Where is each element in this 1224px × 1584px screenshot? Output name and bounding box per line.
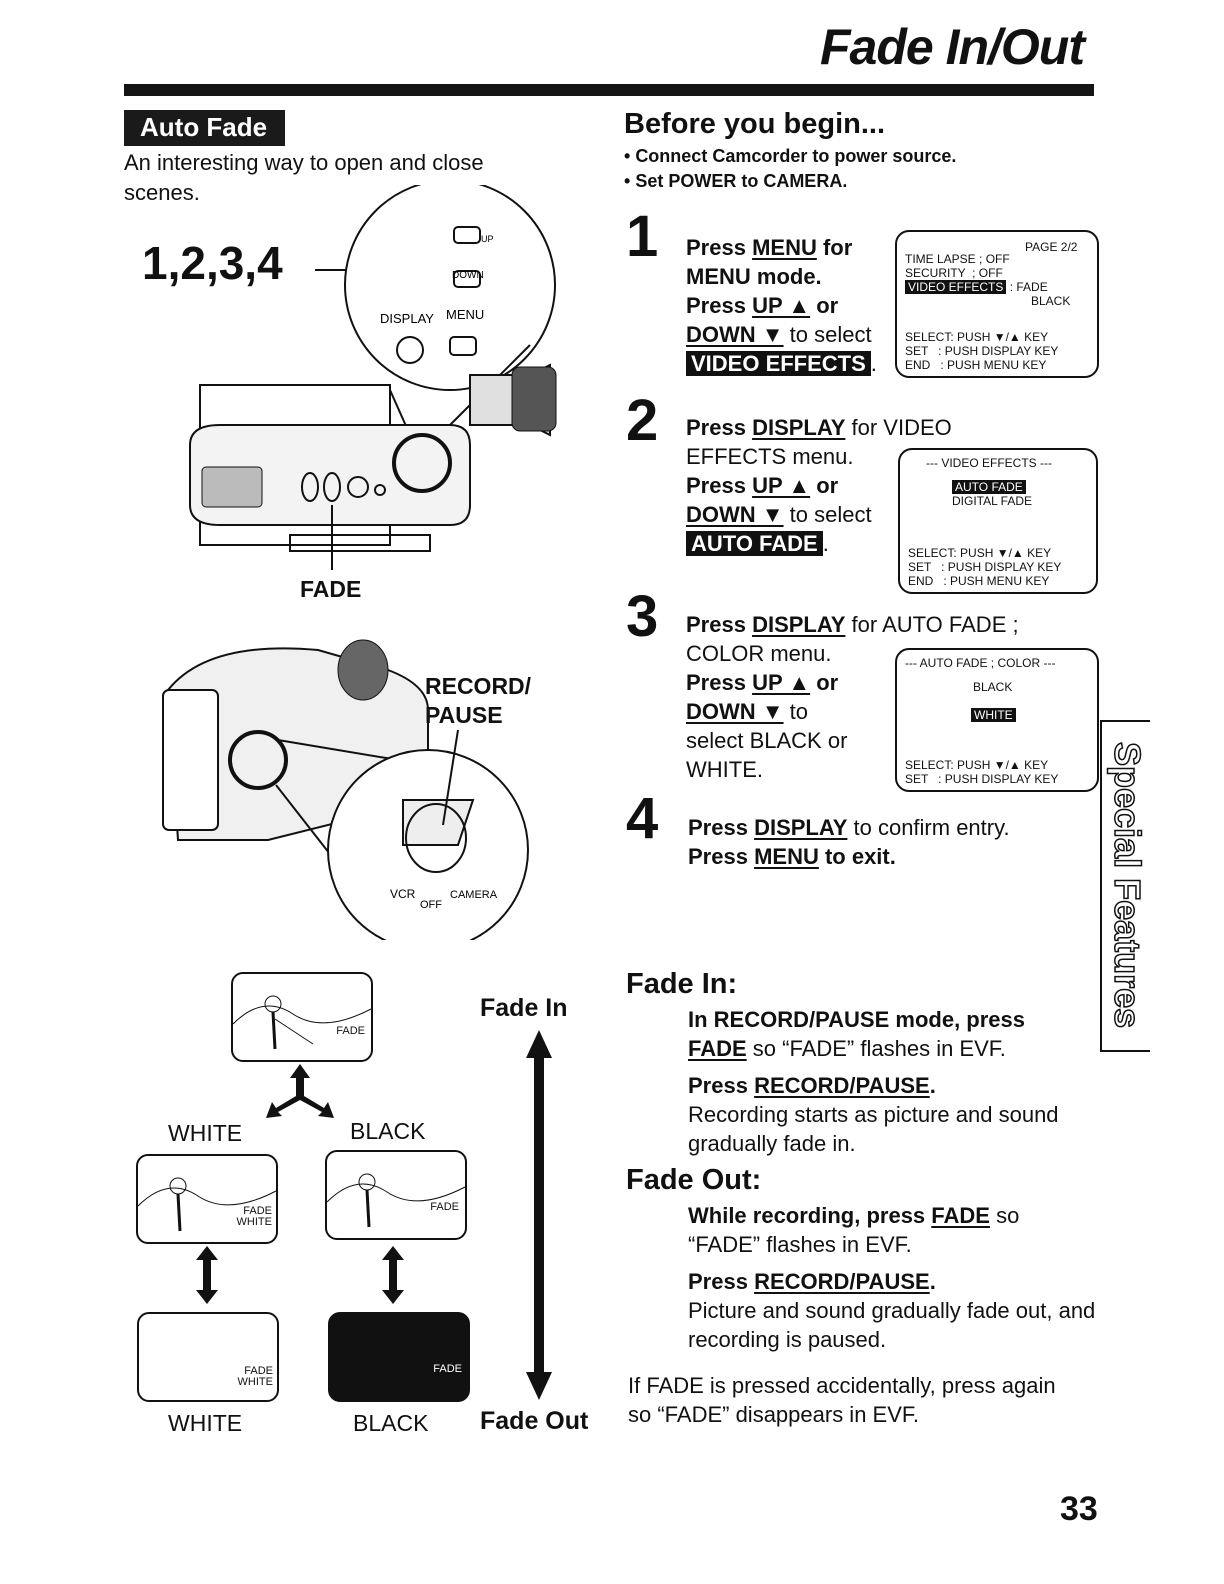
before-bullets: • Connect Camcorder to power source. • S… (624, 146, 957, 191)
auto-fade-intro: An interesting way to open and close sce… (124, 150, 484, 205)
menu-button-label: MENU (446, 307, 484, 322)
steps-callout: 1,2,3,4 (142, 237, 283, 289)
black-label-bottom: BLACK (353, 1410, 429, 1436)
camcorder-top-illustration: DOWN DISPLAY MENU UP (189, 185, 557, 570)
page-title: Fade In/Out (820, 19, 1085, 75)
step-4-text: Press DISPLAY to confirm entry. Press ME… (688, 815, 1010, 869)
branch-arrow-icon (266, 1064, 334, 1118)
fade-out-instructions: While recording, press FADE so “FADE” fl… (688, 1203, 1096, 1352)
white-label-bottom: WHITE (168, 1410, 243, 1436)
page-number: 33 (1060, 1490, 1098, 1528)
auto-fade-tag: Auto Fade (124, 110, 286, 146)
vcr-label: VCR (390, 887, 416, 901)
fade-black-frame: FADE (325, 1150, 467, 1240)
step-2-text: Press DISPLAY for VIDEO EFFECTS menu. Pr… (686, 415, 952, 556)
black-screen-frame: FADE (328, 1312, 470, 1402)
camera-label: CAMERA (450, 889, 498, 901)
step-4-number: 4 (626, 786, 659, 851)
off-label: OFF (420, 899, 442, 911)
double-arrow-right-icon (382, 1246, 404, 1304)
fade-in-heading: Fade In: (626, 968, 738, 1000)
fade-white-frame: FADE WHITE (136, 1154, 278, 1244)
fade-out-label: Fade Out (480, 1407, 589, 1435)
fade-button-label: FADE (300, 576, 362, 602)
step-1-number: 1 (626, 204, 659, 269)
menu-screen-2: --- VIDEO EFFECTS --- AUTO FADE DIGITAL … (898, 448, 1098, 594)
record-pause-label: RECORD/ PAUSE (425, 673, 532, 728)
before-heading: Before you begin... (624, 108, 886, 140)
fade-in-out-arrow-icon (526, 1030, 552, 1400)
fade-in-label: Fade In (480, 994, 568, 1022)
camcorder-side-illustration: VCR OFF CAMERA (162, 639, 529, 940)
fade-frame-top: FADE (231, 972, 373, 1062)
white-screen-frame: FADE WHITE (137, 1312, 279, 1402)
double-arrow-left-icon (196, 1246, 218, 1304)
step-2-number: 2 (626, 388, 659, 453)
up-button-label: UP (481, 234, 494, 244)
fade-in-instructions: In RECORD/PAUSE mode, press FADE so “FAD… (688, 1007, 1059, 1156)
white-label-top: WHITE (168, 1120, 243, 1146)
menu-screen-1: PAGE 2/2 TIME LAPSE ; OFF SECURITY ; OFF… (895, 230, 1099, 378)
black-label-top: BLACK (350, 1118, 426, 1144)
step-1-text: Press MENU for MENU mode. Press UP ▲ or … (686, 235, 877, 376)
fade-out-heading: Fade Out: (626, 1164, 762, 1196)
header-rule (124, 84, 1094, 96)
menu-screen-3: --- AUTO FADE ; COLOR --- BLACK WHITE SE… (895, 648, 1099, 792)
step-3-number: 3 (626, 584, 659, 649)
display-button-label: DISPLAY (380, 311, 434, 326)
side-tab-label: Special Features (1106, 741, 1149, 1029)
accidental-note: If FADE is pressed accidentally, press a… (628, 1373, 1056, 1427)
step-3-text: Press DISPLAY for AUTO FADE ; COLOR menu… (686, 612, 1019, 782)
side-tab-frame (1100, 720, 1150, 1052)
down-button-label: DOWN (452, 270, 484, 281)
